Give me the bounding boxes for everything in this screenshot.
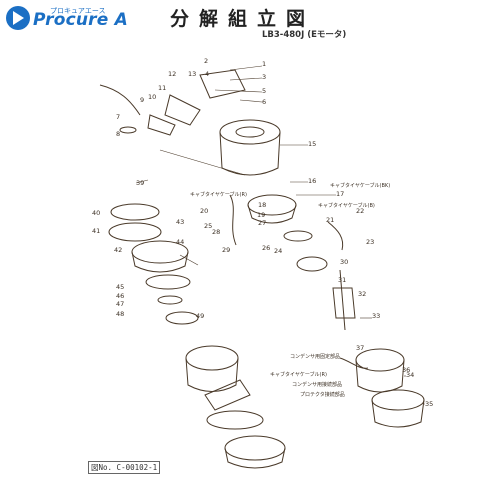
callout: 40	[92, 209, 100, 217]
cable-hose-part	[99, 84, 141, 116]
callout: 30	[340, 258, 348, 266]
part-note: コンデンサ用接続部品	[292, 381, 342, 388]
callout: 18	[258, 201, 266, 209]
callout: 31	[338, 276, 346, 284]
callout: 7	[116, 113, 120, 121]
nut-part	[119, 126, 137, 134]
callout: 15	[308, 140, 316, 148]
page-title: 分解組立図	[170, 8, 316, 30]
callout: 48	[116, 310, 124, 318]
callout: 25	[204, 222, 212, 230]
callout: 33	[372, 312, 380, 320]
suction-cover	[206, 410, 264, 430]
cable-r	[229, 194, 237, 246]
callout: 36	[402, 366, 410, 374]
callout: 41	[92, 227, 100, 235]
logo-kana: プロキュアエース	[50, 7, 106, 15]
cable-gland-part	[199, 69, 246, 99]
callout: 45	[116, 283, 124, 291]
motor-frame-body	[219, 131, 281, 176]
bearing-housing	[247, 194, 297, 216]
cable-b	[327, 221, 344, 251]
pump-casing	[185, 345, 239, 371]
callout: 28	[212, 228, 220, 236]
part-note: キャブタイヤケーブル(B)	[318, 202, 375, 209]
model-label: LB3-480J (Eモータ)	[262, 30, 347, 40]
callout: 29	[222, 246, 230, 254]
callout: 21	[326, 216, 334, 224]
top-bracket-part	[147, 114, 176, 136]
motor-frame-top	[219, 119, 281, 145]
o-ring-40	[110, 203, 160, 221]
cable-right	[339, 357, 369, 369]
logo-play-icon	[6, 6, 30, 30]
callout: 27	[258, 219, 266, 227]
callout: 10	[148, 93, 156, 101]
callout: 19	[257, 211, 265, 219]
callout: 43	[176, 218, 184, 226]
callout: 4	[205, 70, 209, 78]
o-ring-41	[108, 222, 162, 242]
handle-part	[164, 94, 201, 126]
mech-seal	[157, 295, 183, 305]
part-note: キャブタイヤケーブル(BK)	[330, 182, 390, 189]
callout: 22	[356, 207, 364, 215]
ball-bearing	[296, 256, 328, 272]
callout: 3	[262, 73, 266, 81]
callout: 8	[116, 130, 120, 138]
callout: 47	[116, 300, 124, 308]
outer-case	[371, 389, 425, 411]
strainer-base	[224, 435, 286, 461]
strainer-plate	[204, 379, 251, 411]
callout: 39	[136, 179, 144, 187]
rotor-shaft	[339, 269, 346, 331]
callout: 44	[176, 238, 184, 246]
procure-a-logo[interactable]: プロキュアエース Procure A	[6, 4, 128, 32]
part-note: キャブタイヤケーブル(R)	[190, 191, 247, 198]
callout: 23	[366, 238, 374, 246]
callout: 1	[262, 60, 266, 68]
part-note: キャブタイヤケーブル(R)	[270, 371, 327, 378]
callout: 46	[116, 292, 124, 300]
callout: 2	[204, 57, 208, 65]
callout: 13	[188, 70, 196, 78]
part-note: プロテクタ接続部品	[300, 391, 345, 398]
callout: 34	[406, 371, 414, 379]
impeller-plate	[145, 274, 191, 290]
callout: 42	[114, 246, 122, 254]
part-note: コンデンサ用固定部品	[290, 353, 340, 360]
callout: 5	[262, 87, 266, 95]
callout: 49	[196, 312, 204, 320]
callout: 9	[140, 96, 144, 104]
drawing-number: 図No. C-00102-1	[88, 461, 161, 474]
logo-text: Procure A	[33, 10, 128, 30]
callout: 35	[425, 400, 433, 408]
seal-ring	[283, 230, 313, 242]
callout: 24	[274, 247, 282, 255]
callout: 11	[158, 84, 166, 92]
callout: 20	[200, 207, 208, 215]
callout: 26	[262, 244, 270, 252]
callout: 17	[336, 190, 344, 198]
callout: 12	[168, 70, 176, 78]
callout: 6	[262, 98, 266, 106]
callout: 37	[356, 344, 364, 352]
callout: 16	[308, 177, 316, 185]
impeller	[165, 311, 199, 325]
callout: 32	[358, 290, 366, 298]
